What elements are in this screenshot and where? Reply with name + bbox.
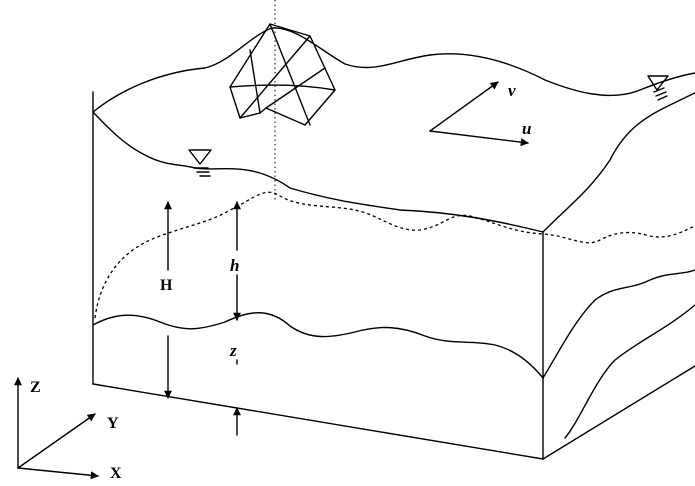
label-velocity-u: u: [522, 119, 531, 138]
seabed-front-curve: [92, 312, 544, 379]
label-axis-y: Y: [107, 415, 119, 432]
coordinate-axes: [14, 377, 99, 480]
right-face-lower-curve: [564, 304, 695, 439]
velocity-vectors: [429, 81, 529, 147]
mean-level-dashed-curve: [94, 191, 695, 319]
label-velocity-v: v: [508, 81, 516, 100]
box-bottom-front-edge: [92, 383, 544, 460]
label-bed-elevation: z: [229, 341, 237, 360]
label-total-depth: H: [160, 277, 173, 294]
label-still-depth: h: [230, 256, 239, 275]
water-level-symbol-left-icon: [188, 149, 212, 177]
water-level-symbol-right-icon: [647, 75, 669, 101]
water-surface-front-edge: [194, 167, 544, 233]
box-bottom-right-edge: [542, 365, 695, 460]
water-surface-right-edge: [542, 92, 695, 233]
water-surface-left-edge: [92, 111, 196, 169]
label-axis-x: X: [110, 465, 122, 482]
water-surface-back-edge: [92, 27, 695, 113]
seabed-right-curve: [542, 269, 695, 379]
grid-cell: [229, 23, 336, 126]
label-axis-z: Z: [30, 379, 41, 396]
